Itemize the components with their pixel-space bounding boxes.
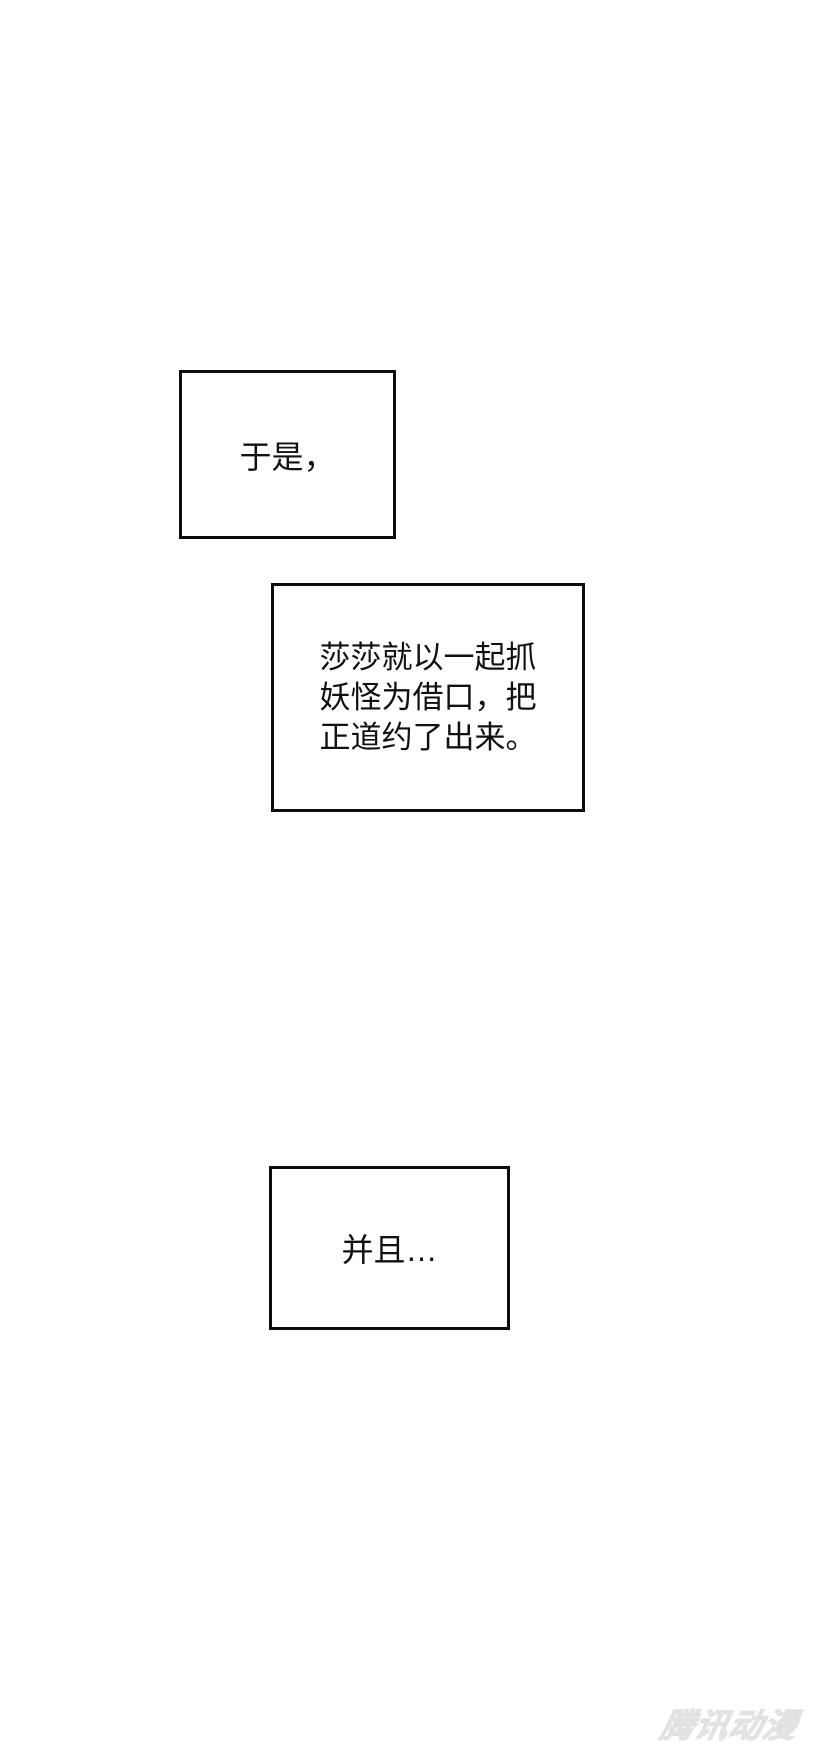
caption-3-text: 并且… bbox=[341, 1232, 438, 1268]
tencent-comics-watermark: 腾讯动漫 bbox=[657, 1706, 802, 1744]
caption-box-1: 于是， bbox=[179, 370, 396, 539]
caption-box-3: 并且… bbox=[269, 1166, 510, 1330]
caption-2-line-1: 莎莎就以一起抓 bbox=[319, 639, 537, 675]
caption-2-line-2: 妖怪为借口，把 bbox=[319, 679, 537, 715]
caption-box-2: 莎莎就以一起抓 妖怪为借口，把 正道约了出来。 bbox=[271, 583, 585, 812]
caption-2-text: 莎莎就以一起抓 妖怪为借口，把 正道约了出来。 bbox=[320, 638, 537, 758]
caption-2-line-3: 正道约了出来。 bbox=[319, 719, 537, 755]
caption-1-text: 于是， bbox=[239, 438, 336, 475]
